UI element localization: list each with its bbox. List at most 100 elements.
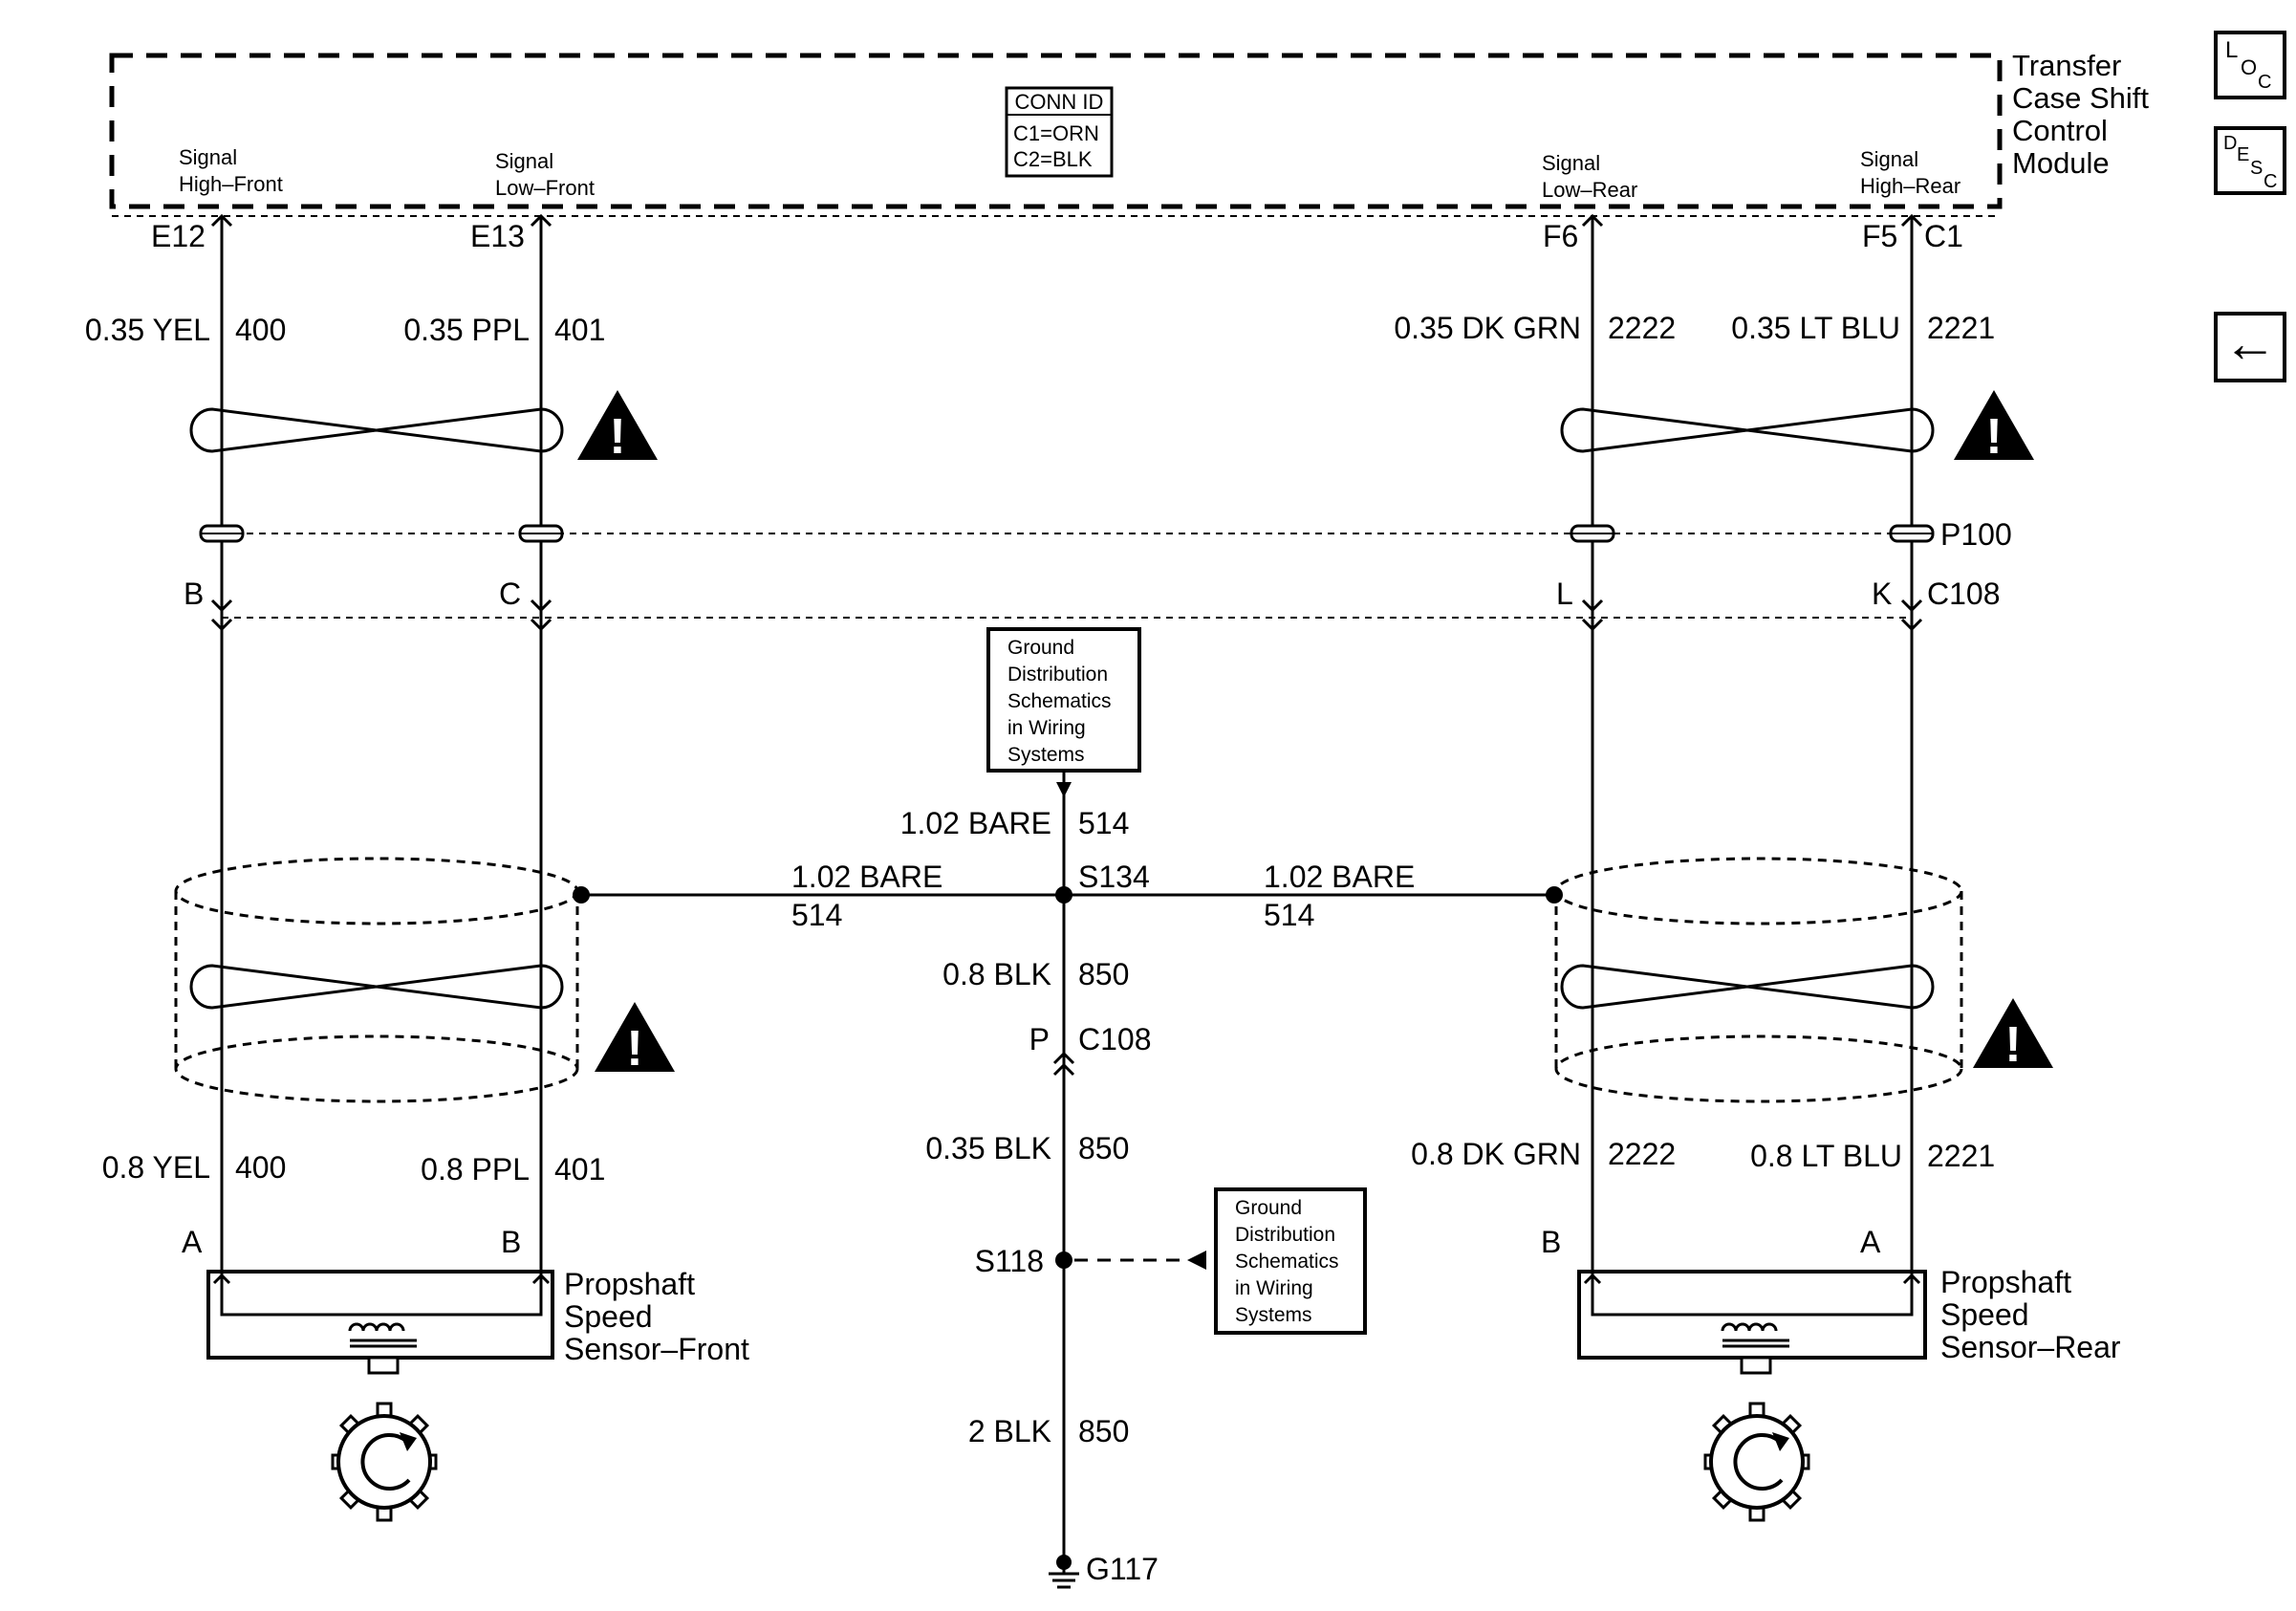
propshaft-speed-sensor-rear: B A Propshaft Speed Sensor–Rear — [1541, 1225, 2121, 1375]
wire-circuit-label: 2222 — [1608, 1137, 1676, 1171]
ref-arrow — [1056, 782, 1072, 797]
module-name-line: Module — [2012, 146, 2110, 180]
desc-button[interactable]: D E S C — [2214, 126, 2286, 195]
caution-icon: ! — [1973, 998, 2053, 1073]
pin-function-label: High–Rear — [1860, 174, 1960, 198]
ref-box-line: in Wiring — [1235, 1277, 1313, 1299]
connector-pin: C — [499, 577, 521, 611]
twisted-pair-lower — [189, 964, 1935, 1010]
ref-box-line: Systems — [1007, 744, 1085, 766]
splice-label: S134 — [1078, 860, 1150, 894]
svg-text:!: ! — [626, 1021, 642, 1077]
connector-pin: K — [1872, 577, 1892, 611]
connector-label: C1 — [1924, 219, 1963, 253]
shield-front — [174, 857, 579, 1103]
twisted-pair-front — [189, 407, 564, 453]
connector-pin: B — [184, 577, 204, 611]
ref-box-line: in Wiring — [1007, 717, 1086, 739]
wire-circuit-label: 2221 — [1927, 311, 1995, 345]
connector-pin: L — [1556, 577, 1573, 611]
ground-symbol-icon — [1049, 1555, 1079, 1589]
ref-box-line: Systems — [1235, 1304, 1312, 1326]
twisted-pair-rear — [1560, 964, 1935, 1010]
sensor-name-line: Propshaft — [1940, 1265, 2071, 1299]
svg-text:L: L — [2225, 37, 2238, 63]
reluctor-wheel-icon — [331, 1402, 438, 1522]
module-pin-labels: Signal High–Front Signal Low–Front Signa… — [179, 145, 1960, 202]
wire-color-label: 0.35 PPL — [403, 313, 530, 347]
pin-number: E12 — [151, 219, 206, 253]
caution-icon: ! — [577, 390, 658, 465]
back-arrow-icon: ← — [2223, 313, 2277, 373]
signal-wires — [220, 216, 1914, 1272]
twisted-pair-upper — [189, 407, 1935, 453]
wire-color-label: 0.8 YEL — [102, 1150, 210, 1185]
ref-box-line: Ground — [1007, 637, 1074, 659]
wire-circuit-label: 401 — [554, 313, 605, 347]
splice-pack-label: P100 — [1940, 517, 2012, 552]
caution-icon: ! — [1954, 390, 2034, 465]
module-outline — [109, 53, 2003, 209]
ref-box-line: Distribution — [1007, 664, 1108, 686]
svg-text:S: S — [2250, 158, 2263, 179]
sensor-name-line: Speed — [1940, 1297, 2029, 1332]
pin-number: F5 — [1862, 219, 1897, 253]
ref-box-line: Schematics — [1007, 690, 1112, 712]
sensor-name-line: Propshaft — [564, 1267, 695, 1301]
caution-icon: ! — [595, 1002, 675, 1077]
lower-wire-labels: 0.8 YEL 400 0.8 PPL 401 0.8 DK GRN 2222 … — [102, 1137, 1995, 1186]
splice-s134 — [1055, 886, 1072, 903]
module-name-line: Control — [2012, 114, 2108, 147]
wire-color-label: 2 BLK — [968, 1414, 1051, 1448]
loc-button[interactable]: L O C — [2214, 31, 2286, 99]
svg-text:E: E — [2237, 144, 2249, 165]
pin-function-label: Signal — [495, 149, 553, 173]
sensor-pin: A — [182, 1225, 203, 1259]
wire-color-label: 0.35 YEL — [85, 313, 210, 347]
ground-point-label: G117 — [1086, 1552, 1159, 1586]
wire-color-label: 1.02 BARE — [900, 806, 1051, 840]
wire-circuit-label: 400 — [235, 1150, 286, 1185]
wire-color-label: 0.35 BLK — [925, 1131, 1051, 1165]
twisted-pair-rear — [1560, 407, 1935, 453]
sensor-pin: B — [1541, 1225, 1561, 1259]
ref-arrow — [1187, 1251, 1206, 1270]
wire-color-label: 1.02 BARE — [791, 860, 942, 894]
ground-ref-box-top[interactable]: Ground Distribution Schematics in Wiring… — [986, 627, 1141, 773]
wire-circuit-label: 2222 — [1608, 311, 1676, 345]
pin-function-label: High–Front — [179, 172, 283, 196]
conn-id-title: CONN ID — [1015, 90, 1104, 114]
svg-text:!: ! — [2004, 1017, 2021, 1073]
back-button[interactable]: ← — [2214, 312, 2286, 382]
reluctor-wheel-icon — [1703, 1402, 1810, 1522]
svg-text:D: D — [2223, 133, 2237, 154]
inline-connector-terminals — [210, 599, 1923, 632]
inline-connector-pins: B C L K C108 — [184, 577, 2001, 611]
wire-color-label: 0.35 LT BLU — [1731, 311, 1900, 345]
svg-text:C: C — [2264, 171, 2277, 192]
wire-color-label: 0.8 BLK — [942, 957, 1051, 991]
conn-id-line: C2=BLK — [1013, 147, 1093, 171]
sensor-name-line: Sensor–Front — [564, 1332, 749, 1366]
propshaft-speed-sensor-front: A B Propshaft Speed Sensor–Front — [182, 1225, 749, 1375]
svg-text:!: ! — [609, 409, 625, 465]
wire-circuit-label: 514 — [1078, 806, 1129, 840]
connector-pin: P — [1029, 1022, 1050, 1056]
c108-terminal — [1052, 1051, 1075, 1077]
pin-function-label: Low–Front — [495, 176, 595, 200]
wire-circuit-label: 401 — [554, 1152, 605, 1186]
wire-circuit-label: 514 — [791, 898, 842, 932]
ground-ref-box-bottom[interactable]: Ground Distribution Schematics in Wiring… — [1214, 1187, 1367, 1335]
conn-id-box: CONN ID C1=ORN C2=BLK — [1005, 86, 1114, 178]
upper-wire-labels: 0.35 YEL 400 0.35 PPL 401 0.35 DK GRN 22… — [85, 311, 1995, 347]
wire-circuit-label: 514 — [1264, 898, 1314, 932]
svg-text:C: C — [2258, 72, 2271, 93]
wire-color-label: 0.8 LT BLU — [1750, 1139, 1902, 1173]
wire-circuit-label: 850 — [1078, 1131, 1129, 1165]
pin-function-label: Signal — [1860, 147, 1918, 171]
wire-color-label: 0.8 PPL — [421, 1152, 530, 1186]
sensor-name-line: Sensor–Rear — [1940, 1330, 2121, 1364]
connector-label: C108 — [1078, 1022, 1152, 1056]
ref-box-line: Schematics — [1235, 1251, 1339, 1273]
